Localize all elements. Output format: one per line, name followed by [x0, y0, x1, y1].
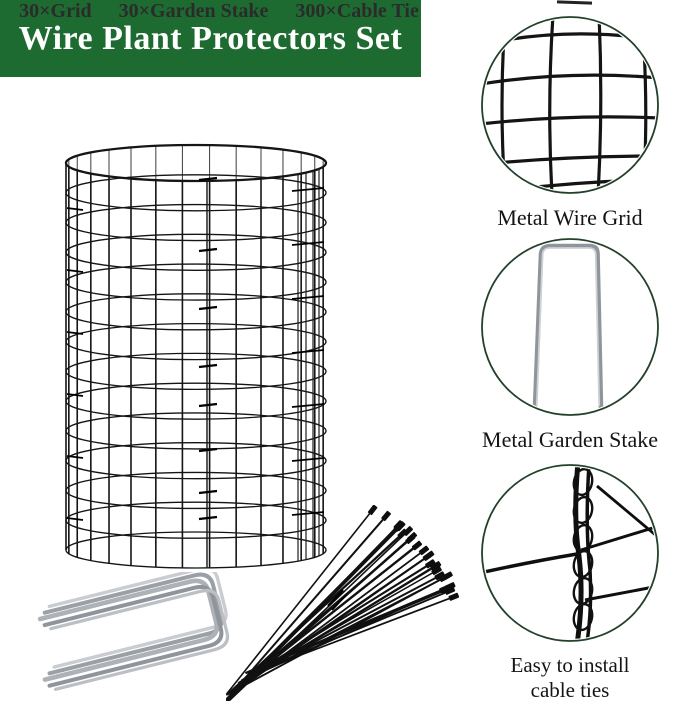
feature-label-text: cable ties [530, 677, 610, 701]
wire-grid-closeup-image [481, 16, 659, 194]
wire-mesh-cylinder-graphic [64, 143, 328, 569]
feature-label: Metal Wire Grid [497, 205, 642, 231]
title-banner: Wire Plant Protectors Set [0, 0, 421, 77]
feature-label: Easy to install cable ties [511, 653, 630, 701]
kit-content-item: 300×Cable Tie [295, 0, 419, 22]
kit-contents: 30×Grid 30×Garden Stake 300×Cable Tie [0, 0, 438, 23]
garden-stakes-image [16, 572, 246, 701]
feature-column: Metal Wire Grid Metal Garden Stake Easy … [461, 0, 679, 701]
feature-item: Metal Garden Stake [461, 232, 679, 453]
garden-stake-closeup-image [481, 238, 659, 416]
feature-label-text: Metal Wire Grid [497, 205, 643, 230]
wire-cage-image [36, 138, 356, 608]
cable-ties-closeup-image [481, 464, 659, 642]
kit-content-item: 30×Grid [19, 0, 92, 22]
feature-label-text: Easy to install [510, 653, 630, 677]
cable-ties-image [226, 505, 461, 701]
page-title: Wire Plant Protectors Set [18, 19, 403, 57]
garden-stakes-graphic [37, 572, 230, 691]
feature-item: Easy to install cable ties [461, 458, 679, 701]
feature-item: Metal Wire Grid [461, 10, 679, 231]
cable-ties-graphic [226, 505, 460, 701]
feature-label-text: Metal Garden Stake [482, 427, 658, 452]
feature-label: Metal Garden Stake [482, 427, 658, 453]
kit-content-item: 30×Garden Stake [118, 0, 269, 22]
